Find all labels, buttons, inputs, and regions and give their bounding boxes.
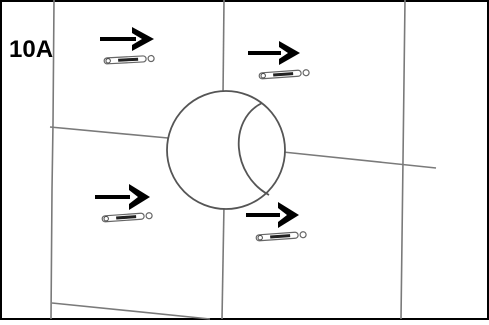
grid-line-middle-top <box>223 0 224 95</box>
safety-pin-icon <box>102 213 152 222</box>
right-arrow-icon <box>248 41 300 65</box>
grid-line-horizontal-right <box>283 152 436 168</box>
grid-line-middle-bottom <box>222 205 224 319</box>
safety-pin-icon <box>256 232 306 241</box>
figure-label: 10A <box>9 36 53 64</box>
right-arrow-icon <box>95 184 150 210</box>
grid-line-bottom <box>52 303 210 319</box>
grid-line-right <box>401 0 405 319</box>
safety-pin-icon <box>259 70 309 79</box>
round-vent-icon <box>167 91 285 209</box>
right-arrow-icon <box>100 27 154 51</box>
right-arrow-icon <box>246 202 299 228</box>
safety-pin-icon <box>104 55 154 64</box>
grid-line-horizontal-left <box>50 127 168 138</box>
